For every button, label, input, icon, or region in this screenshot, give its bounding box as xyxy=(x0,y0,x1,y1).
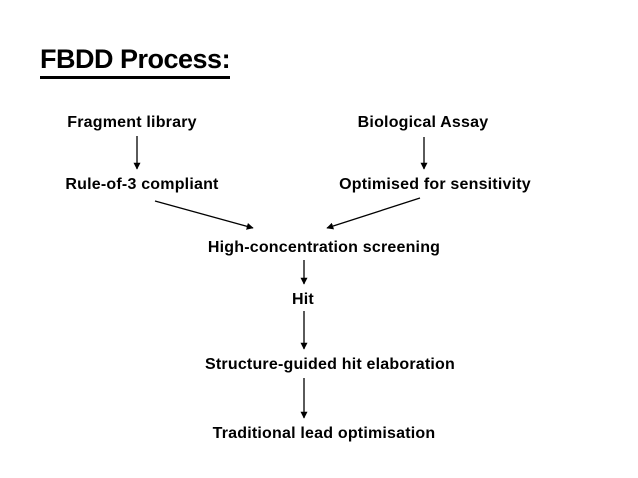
node-hit: Hit xyxy=(292,291,314,308)
arrow-optimised-to-screening xyxy=(326,197,421,230)
node-rule-of-3-compliant: Rule-of-3 compliant xyxy=(65,176,219,193)
page-title-text: FBDD Process: xyxy=(40,44,231,79)
arrow-rule-of-3-to-screening xyxy=(154,200,254,230)
node-optimised-for-sensitivity: Optimised for sensitivity xyxy=(339,176,531,193)
node-high-concentration-screening: High-concentration screening xyxy=(207,239,441,256)
page-title: FBDD Process: xyxy=(40,44,231,79)
node-biological-assay: Biological Assay xyxy=(357,114,489,131)
node-fragment-library: Fragment library xyxy=(67,114,197,131)
node-structure-guided-hit-elaboration: Structure-guided hit elaboration xyxy=(205,356,455,373)
node-traditional-lead-optimisation: Traditional lead optimisation xyxy=(212,425,436,442)
